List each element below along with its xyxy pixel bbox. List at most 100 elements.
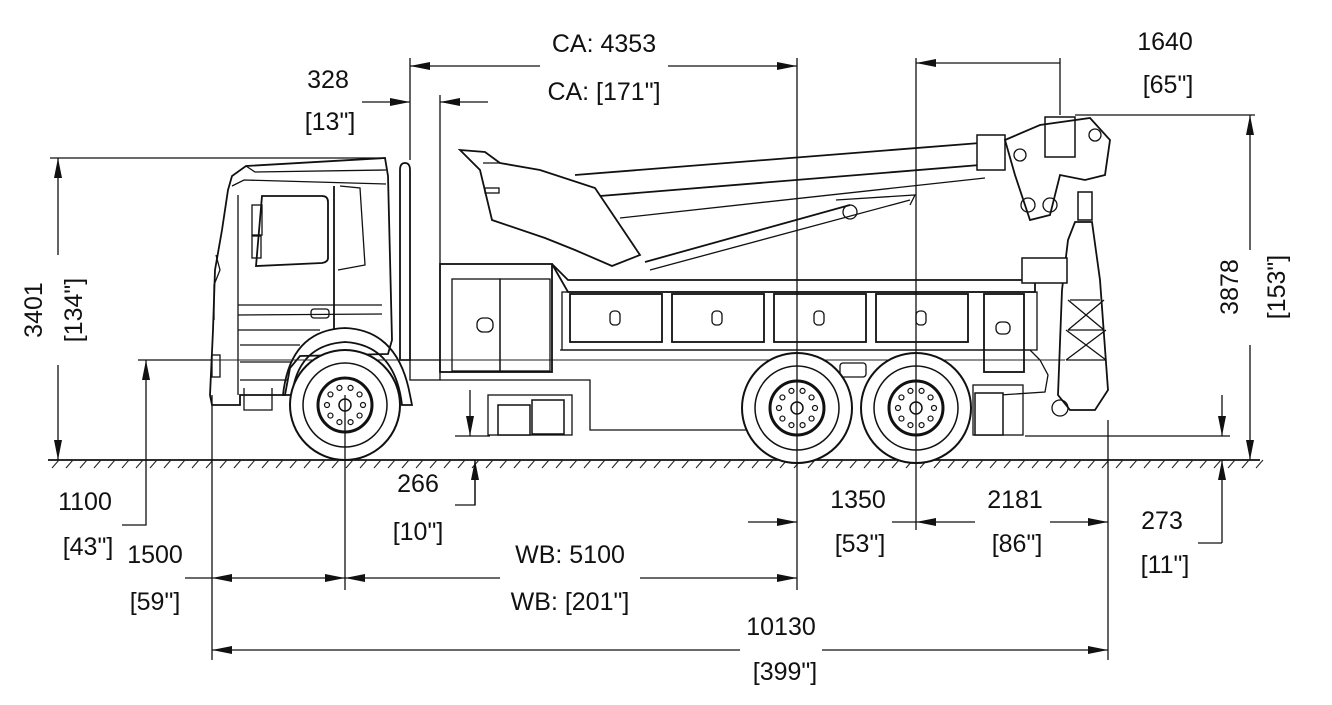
lug-nut xyxy=(927,394,934,401)
ground-hatch-mark xyxy=(401,459,410,469)
ground-hatch-mark xyxy=(107,459,116,469)
ground-hatch-mark xyxy=(835,459,844,469)
truck-illustration xyxy=(209,116,1111,464)
lug-nut xyxy=(779,415,786,422)
ground-hatch-mark xyxy=(1129,459,1138,469)
ground-hatch-mark xyxy=(933,459,942,469)
rear-overhang-in-label: [86"] xyxy=(992,530,1043,558)
lug-nut xyxy=(799,387,806,394)
ground-hatch-mark xyxy=(93,459,102,469)
lug-nut xyxy=(356,412,363,419)
ground-hatch-mark xyxy=(667,459,676,469)
ground-hatch-mark xyxy=(317,459,326,469)
overall-length-in-label: [399"] xyxy=(753,658,817,686)
ground-hatch-mark xyxy=(989,459,998,469)
ground-hatch-mark xyxy=(723,459,732,469)
ground-hatch-mark xyxy=(527,459,536,469)
ground-hatch-mark xyxy=(219,459,228,469)
rear-clearance-in-label: [11"] xyxy=(1141,551,1190,579)
front-overhang-mm-label: 1500 xyxy=(127,541,183,569)
ground-hatch-mark xyxy=(863,459,872,469)
ground-hatch-mark xyxy=(1045,459,1054,469)
ground-hatch-mark xyxy=(1213,459,1222,469)
ground-hatch-mark xyxy=(261,459,270,469)
dimension-labels: CA: 4353 CA: [171"] 328 [13"] 1640 [65"]… xyxy=(20,28,1291,686)
ground-hatch-mark xyxy=(51,459,60,469)
wheelbase-in-label: WB: [201"] xyxy=(511,588,630,616)
ground-hatch-mark xyxy=(975,459,984,469)
ground-hatch-mark xyxy=(1073,459,1082,469)
overall-height-in-label: [153"] xyxy=(1263,255,1291,319)
ground-hatch-mark xyxy=(303,459,312,469)
lug-nut xyxy=(347,384,354,391)
rear-clearance-mm-label: 273 xyxy=(1141,507,1183,535)
ground-hatch-mark xyxy=(289,459,298,469)
ground-hatch-mark xyxy=(345,459,354,469)
lug-nut xyxy=(918,422,925,429)
wheelbase-mm-label: WB: 5100 xyxy=(515,541,625,569)
ground-hatch-mark xyxy=(65,459,74,469)
underlift xyxy=(1021,191,1109,417)
lug-nut xyxy=(336,384,343,391)
ground-hatch-mark xyxy=(1185,459,1194,469)
truck-cab xyxy=(209,157,414,411)
ground-hatch-mark xyxy=(1171,459,1180,469)
ground-hatch-mark xyxy=(1143,459,1152,469)
ground-hatch-mark xyxy=(947,459,956,469)
ground-hatch-mark xyxy=(541,459,550,469)
ground-hatch-mark xyxy=(513,459,522,469)
lug-nut xyxy=(788,422,795,429)
lug-nut xyxy=(811,404,819,412)
ground-hatch-mark xyxy=(681,459,690,469)
lug-nut xyxy=(907,422,914,429)
ground-hatch-mark xyxy=(821,459,830,469)
overall-length-mm-label: 10130 xyxy=(746,613,816,641)
ground-hatch-mark xyxy=(485,459,494,469)
ground-line xyxy=(48,459,1264,469)
ground-hatch-mark xyxy=(849,459,858,469)
lug-nut xyxy=(356,391,363,398)
ground-hatch-mark xyxy=(653,459,662,469)
ground-hatch-mark xyxy=(121,459,130,469)
boom-overhang-in-label: [65"] xyxy=(1143,71,1194,99)
ground-hatch-mark xyxy=(429,459,438,469)
ground-hatch-mark xyxy=(1241,459,1250,469)
lug-nut xyxy=(323,401,331,409)
lug-nut xyxy=(788,387,795,394)
ground-hatch-mark xyxy=(177,459,186,469)
ca-in-label: CA: [171"] xyxy=(547,78,660,106)
lug-nut xyxy=(775,404,783,412)
ground-hatch-mark xyxy=(891,459,900,469)
cab-height-in-label: [134"] xyxy=(60,278,88,342)
ground-hatch-mark xyxy=(709,459,718,469)
front-overhang-top-in-label: [13"] xyxy=(305,108,356,136)
ground-hatch-mark xyxy=(877,459,886,469)
ground-hatch-mark xyxy=(457,459,466,469)
tandem-spread-in-label: [53"] xyxy=(835,530,886,558)
ground-hatch-mark xyxy=(135,459,144,469)
ground-hatch-mark xyxy=(387,459,396,469)
ground-hatch-mark xyxy=(247,459,256,469)
lug-nut xyxy=(898,415,905,422)
ground-hatch-mark xyxy=(1227,459,1236,469)
ground-hatch-mark xyxy=(499,459,508,469)
lug-nut xyxy=(336,419,343,426)
extension-lines xyxy=(50,58,1255,660)
ground-hatch-mark xyxy=(625,459,634,469)
rear-overhang-mm-label: 2181 xyxy=(987,486,1043,514)
ground-hatch-mark xyxy=(443,459,452,469)
lug-nut xyxy=(799,422,806,429)
ground-hatch-mark xyxy=(1031,459,1040,469)
ground-hatch-mark xyxy=(79,459,88,469)
ground-hatch-mark xyxy=(415,459,424,469)
lug-nut xyxy=(894,404,902,412)
lug-nut xyxy=(918,387,925,394)
ground-hatch-mark xyxy=(233,459,242,469)
ground-hatch-mark xyxy=(611,459,620,469)
lug-nut xyxy=(327,412,334,419)
lug-nut xyxy=(779,394,786,401)
front-overhang-in-label: [59"] xyxy=(130,588,181,616)
ground-hatch-mark xyxy=(191,459,200,469)
boom-overhang-mm-label: 1640 xyxy=(1137,28,1193,56)
